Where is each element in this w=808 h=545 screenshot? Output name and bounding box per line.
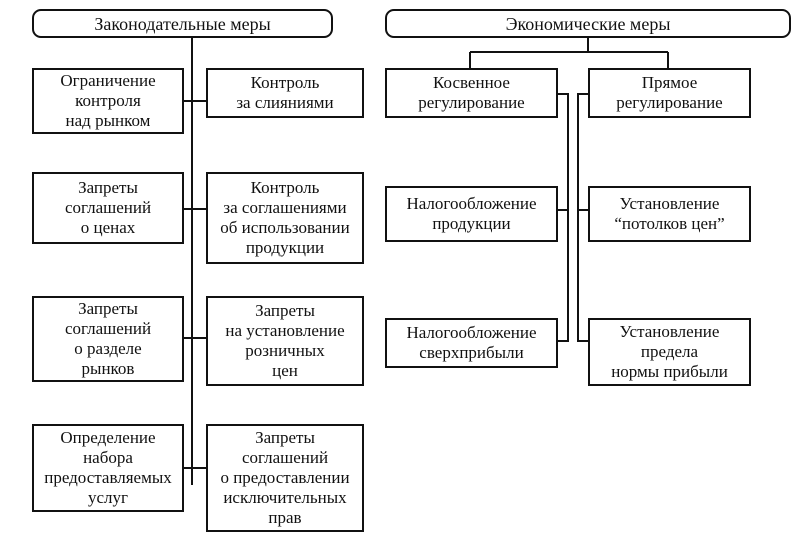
legislative-header: Законодательные меры — [32, 9, 333, 38]
legislative-left-box-4: Определение набора предоставляемых услуг — [32, 424, 184, 512]
direct-item-box-2: Установление предела нормы прибыли — [588, 318, 751, 386]
indirect-item-box-1: Налогообложение продукции — [385, 186, 558, 242]
direct-item-box-1: Установление “потолков цен” — [588, 186, 751, 242]
economic-header: Экономические меры — [385, 9, 791, 38]
legislative-right-box-1: Контроль за слияниями — [206, 68, 364, 118]
legislative-left-box-3: Запреты соглашений о разделе рынков — [32, 296, 184, 382]
indirect-item-box-2: Налогообложение сверхприбыли — [385, 318, 558, 368]
legislative-left-box-1: Ограничение контроля над рынком — [32, 68, 184, 134]
indirect-regulation-box: Косвенное регулирование — [385, 68, 558, 118]
legislative-right-box-3: Запреты на установление розничных цен — [206, 296, 364, 386]
direct-bus-line — [577, 93, 588, 342]
legislative-right-box-2: Контроль за соглашениями об использовани… — [206, 172, 364, 264]
legislative-right-box-4: Запреты соглашений о предоставлении искл… — [206, 424, 364, 532]
legislative-left-box-2: Запреты соглашений о ценах — [32, 172, 184, 244]
direct-regulation-box: Прямое регулирование — [588, 68, 751, 118]
indirect-bus-line — [558, 93, 569, 342]
